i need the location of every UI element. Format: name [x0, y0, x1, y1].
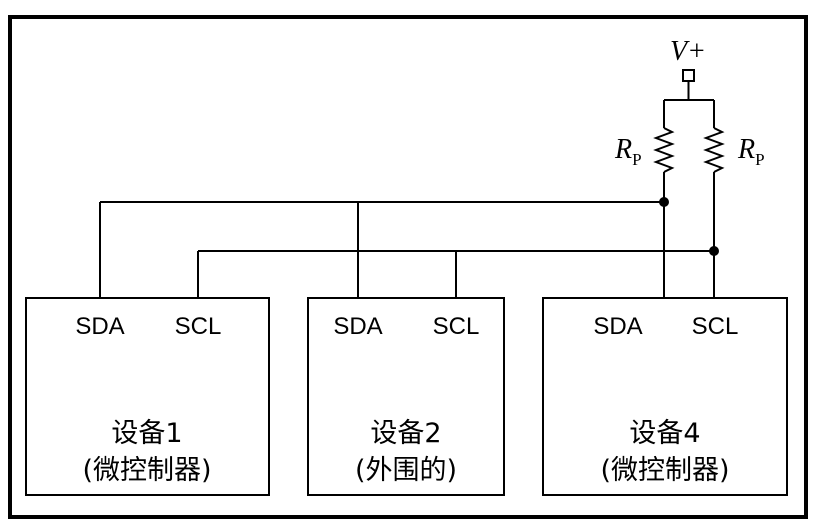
device-2-scl-pin: SCL [433, 313, 480, 340]
resistor-right-label: RP [737, 134, 765, 169]
device-1-scl-pin: SCL [175, 313, 222, 340]
device-2-box [307, 297, 505, 496]
device-2-name: 设备2 [370, 418, 441, 449]
supply-wiring [663, 81, 715, 128]
supply-terminal-square [682, 69, 695, 82]
resistor-right: RP [703, 127, 765, 173]
resistor-left: RP [614, 127, 675, 173]
sda-junction-dot [659, 197, 669, 207]
device-4-name: 设备4 [629, 418, 700, 449]
supply-label: V+ [670, 36, 706, 67]
device-1: SDA SCL 设备1 (微控制器) [25, 297, 270, 496]
device-1-name: 设备1 [111, 418, 182, 449]
scl-junction-dot [709, 246, 719, 256]
device-2: SDA SCL 设备2 (外围的) [307, 297, 505, 496]
device-4-box [542, 297, 788, 496]
device-4: SDA SCL 设备4 (微控制器) [542, 297, 788, 496]
resistor-left-label: RP [614, 134, 642, 169]
device-4-role: (微控制器) [600, 455, 729, 486]
device-4-scl-pin: SCL [692, 313, 739, 340]
device-2-sda-pin: SDA [333, 313, 382, 340]
device-1-box [25, 297, 270, 496]
outer-frame [8, 15, 808, 519]
device-1-role: (微控制器) [82, 455, 211, 486]
device-2-role: (外围的) [355, 455, 457, 486]
resistor-left-zigzag [653, 127, 675, 173]
device-4-sda-pin: SDA [593, 313, 642, 340]
scl-bus [197, 172, 715, 298]
supply-terminal: V+ [670, 36, 706, 82]
resistor-right-zigzag [703, 127, 725, 173]
sda-bus [99, 172, 665, 298]
device-1-sda-pin: SDA [75, 313, 124, 340]
